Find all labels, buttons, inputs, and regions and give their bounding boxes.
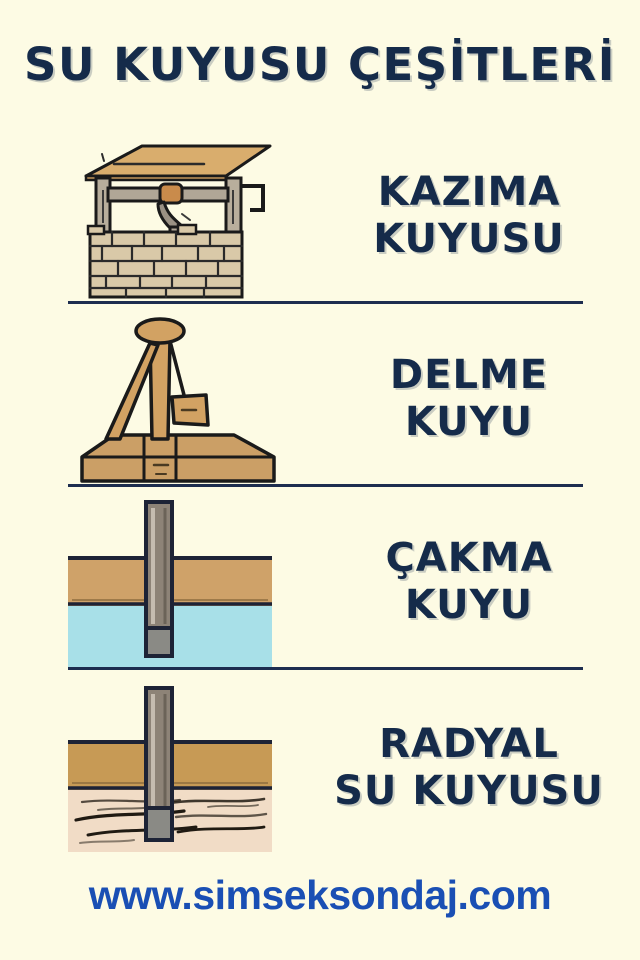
well-type-row-cakma: ÇAKMA KUYU: [0, 496, 640, 668]
label-delme-line-2: KUYU: [404, 399, 534, 445]
label-radyal: RADYAL SU KUYUSU: [298, 680, 640, 855]
label-radyal-line-1: RADYAL: [379, 720, 559, 767]
label-kazima: KAZIMA KUYUSU: [298, 128, 640, 303]
label-delme: DELME KUYU: [298, 313, 640, 485]
illustration-drilling-rig: [58, 313, 298, 485]
label-cakma-line-1: ÇAKMA: [385, 535, 553, 582]
divider-3: [68, 667, 583, 670]
page-title: SU KUYUSU ÇEŞİTLERİ: [24, 38, 616, 91]
label-kazima-line-2: KUYUSU: [373, 215, 565, 262]
footer-website-url[interactable]: www.simseksondaj.com: [88, 872, 552, 918]
label-delme-line-1: DELME: [389, 352, 549, 399]
well-type-row-delme: DELME KUYU: [0, 313, 640, 485]
label-radyal-line-2: SU KUYUSU: [334, 767, 604, 814]
well-type-row-kazima: KAZIMA KUYUSU: [0, 128, 640, 303]
illustration-radial-well: [58, 680, 298, 855]
well-type-row-radyal: RADYAL SU KUYUSU: [0, 680, 640, 855]
divider-2: [68, 484, 583, 487]
label-cakma: ÇAKMA KUYU: [298, 496, 640, 668]
illustration-dug-well: [58, 128, 298, 303]
divider-1: [68, 301, 583, 304]
label-cakma-line-2: KUYU: [404, 582, 534, 628]
illustration-driven-well: [58, 496, 298, 668]
label-kazima-line-1: KAZIMA: [377, 168, 561, 215]
